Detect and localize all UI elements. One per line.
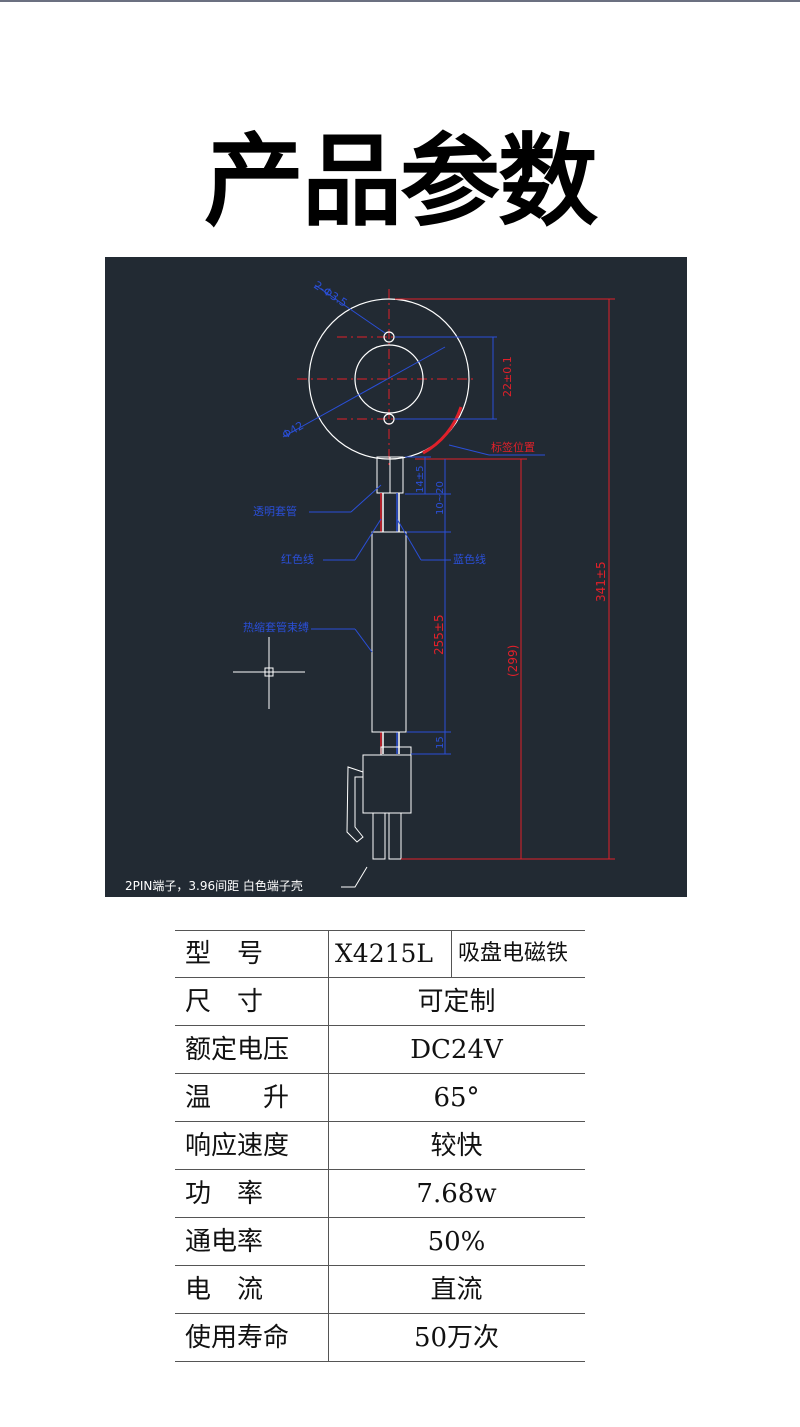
dim-299-label: (299) [506, 645, 520, 677]
spec-value: 较快 [430, 1131, 483, 1161]
spec-label: 温 升 [185, 1083, 290, 1113]
disc-inner [354, 344, 424, 414]
column-divider [328, 1074, 329, 1121]
column-divider [328, 1122, 329, 1169]
spec-value: 可定制 [417, 987, 496, 1017]
lead-dims [405, 456, 451, 755]
blue-wire-label: 蓝色线 [453, 552, 486, 566]
spec-row-current: 电 流 直流 [175, 1266, 585, 1314]
spec-value: DC24V [410, 1035, 503, 1065]
mount-hole-bottom [383, 413, 395, 425]
label-arc [422, 406, 463, 455]
spec-value: 65° [433, 1083, 480, 1113]
spec-label: 电 流 [185, 1275, 264, 1305]
mount-hole-top [383, 331, 395, 343]
label-position-note: 标签位置 [491, 440, 535, 454]
spec-row-voltage: 额定电压 DC24V [175, 1026, 585, 1074]
disc-outer [308, 298, 470, 460]
spec-value: 直流 [430, 1275, 483, 1305]
column-divider [451, 930, 452, 977]
disc-dims [282, 284, 545, 456]
dim-255-label: 255±5 [432, 614, 446, 655]
dim-14-label: 14±5 [415, 466, 426, 493]
column-divider [328, 1026, 329, 1073]
spec-label: 尺 寸 [185, 987, 264, 1017]
spec-row-duty-cycle: 通电率 50% [175, 1218, 585, 1266]
spec-label: 使用寿命 [185, 1323, 290, 1353]
spec-label: 通电率 [185, 1227, 264, 1257]
wires [380, 493, 400, 754]
heat-shrink-tube [371, 531, 407, 733]
spec-table: 型 号 X4215L 吸盘电磁铁 尺 寸 可定制 额定电压 DC24V 温 升 … [175, 930, 585, 1362]
leader-lines [309, 484, 451, 653]
spec-row-power: 功 率 7.68w [175, 1170, 585, 1218]
column-divider [328, 1266, 329, 1313]
model-value: X4215L [335, 939, 434, 968]
cad-drawing-svg: 2-Φ3.5 Φ42 22±0.1 标签位置 [125, 279, 615, 893]
center-lines [297, 289, 473, 469]
spec-value: 50万次 [413, 1323, 500, 1353]
spec-value: 50% [427, 1227, 486, 1257]
column-divider [328, 930, 329, 977]
column-divider [328, 1314, 329, 1361]
transparent-sleeve-label: 透明套管 [253, 504, 297, 518]
dim-10-20-label: 10~20 [435, 481, 446, 515]
dim-15-label: 15 [435, 736, 446, 749]
column-divider [328, 1218, 329, 1265]
spec-row-response: 响应速度 较快 [175, 1122, 585, 1170]
crosshair-cursor-icon [233, 637, 305, 709]
spec-label: 响应速度 [185, 1131, 290, 1161]
spec-row-lifetime: 使用寿命 50万次 [175, 1314, 585, 1362]
column-divider [328, 1170, 329, 1217]
spec-label: 额定电压 [185, 1035, 290, 1065]
top-divider [0, 0, 800, 2]
red-wire-label: 红色线 [281, 552, 314, 566]
overall-dims [395, 298, 615, 860]
terminal-housing [346, 746, 412, 860]
spec-row-size: 尺 寸 可定制 [175, 978, 585, 1026]
dim-pitch-label: 22±0.1 [501, 356, 514, 397]
page-title: 产品参数 [204, 123, 598, 240]
cad-drawing: 2-Φ3.5 Φ42 22±0.1 标签位置 [105, 257, 687, 897]
spec-row-temp-rise: 温 升 65° [175, 1074, 585, 1122]
dim-341-label: 341±5 [594, 561, 608, 602]
dim-outer-dia-label: Φ42 [280, 419, 306, 442]
heat-shrink-label: 热缩套管束缚 [243, 620, 309, 634]
spec-value: 7.68w [416, 1179, 497, 1209]
spec-label: 功 率 [185, 1179, 264, 1209]
column-divider [328, 978, 329, 1025]
product-type-value: 吸盘电磁铁 [458, 941, 569, 966]
dim-hole-label: 2-Φ3.5 [311, 279, 349, 310]
terminal-note: 2PIN端子，3.96间距 白色端子壳 [125, 878, 303, 893]
spec-row-model: 型 号 X4215L 吸盘电磁铁 [175, 930, 585, 978]
spec-label: 型 号 [185, 939, 264, 969]
